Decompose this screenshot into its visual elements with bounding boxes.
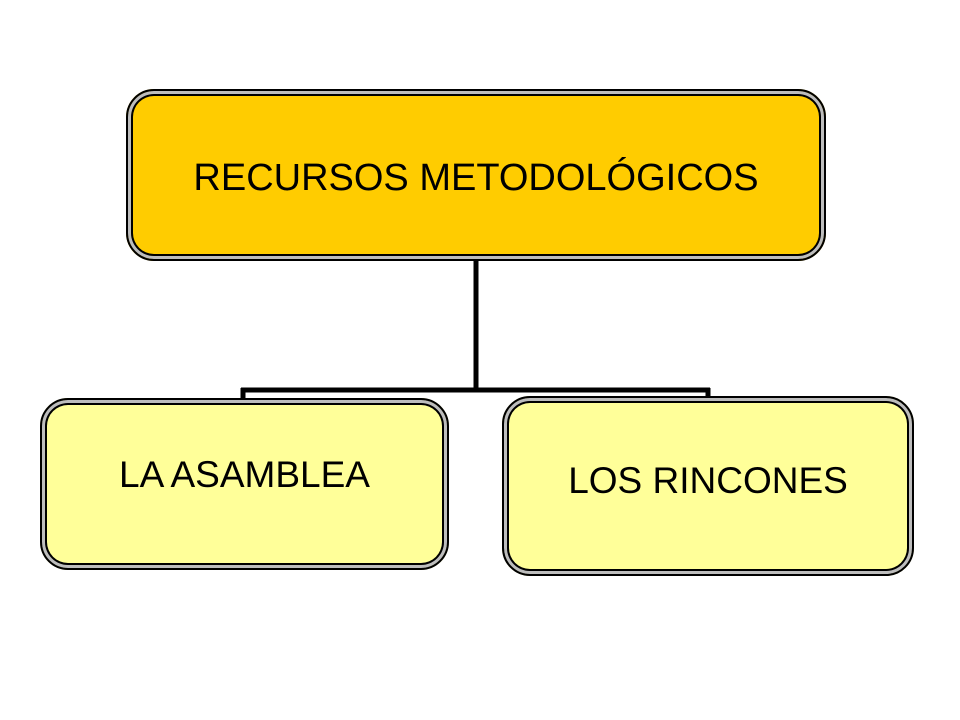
- root-node-label: RECURSOS METODOLÓGICOS: [193, 156, 759, 199]
- child-node-rincones-label: LOS RINCONES: [568, 460, 848, 501]
- child-node-rincones: LOS RINCONES: [502, 396, 914, 576]
- root-node: RECURSOS METODOLÓGICOS: [126, 89, 826, 261]
- child-node-asamblea-label: LA ASAMBLEA: [119, 454, 370, 495]
- child-node-asamblea: LA ASAMBLEA: [40, 398, 449, 570]
